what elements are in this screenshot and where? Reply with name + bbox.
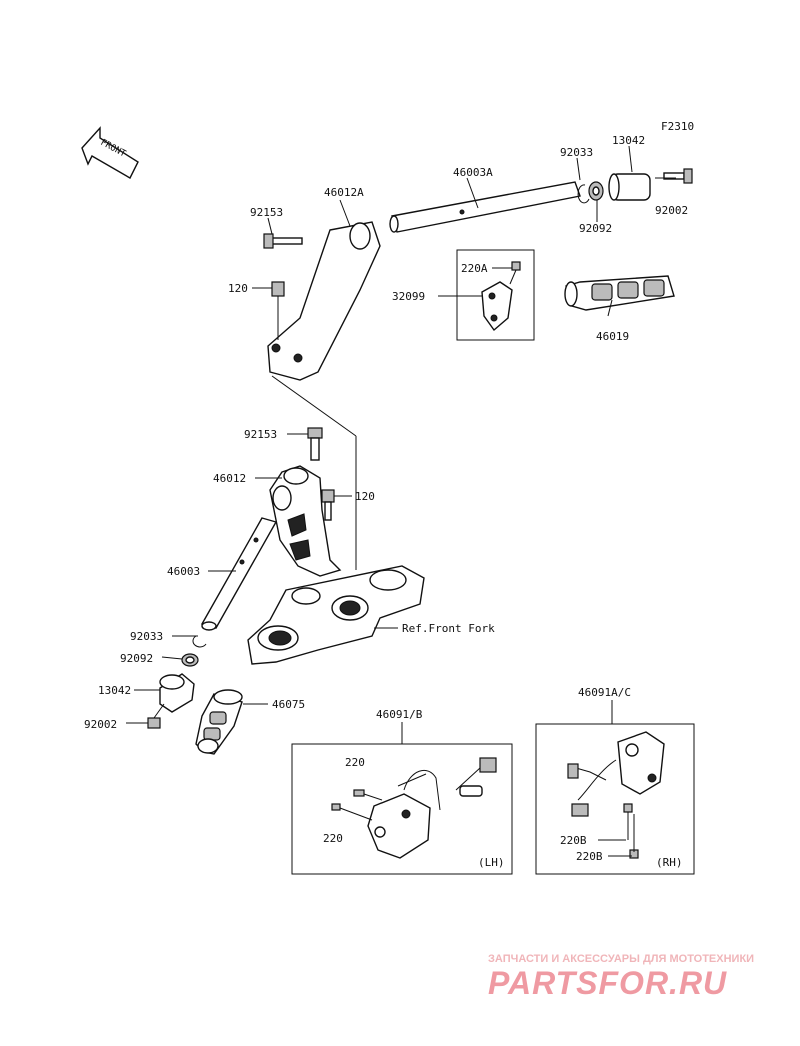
label-32099: 32099 [392,290,425,303]
screw-220B-b [629,814,639,859]
label-220-b: 220 [323,832,343,845]
spacer-92092-right [588,181,604,201]
label-46012A: 46012A [324,186,364,199]
label-lh: (LH) [478,856,505,869]
label-92002-right: 92002 [655,204,688,217]
label-92092-left: 92092 [120,652,153,665]
label-46091B: 46091/B [376,708,423,721]
throttle-housing-box [456,249,535,341]
label-92153-top: 92153 [250,206,283,219]
label-92002-left: 92002 [84,718,117,731]
leader-lines [126,145,676,857]
label-120-top: 120 [228,282,248,295]
bolt-92002-right [663,168,693,184]
label-13042-left: 13042 [98,684,131,697]
weight-13042-left [159,673,195,713]
watermark-tagline: ЗАПЧАСТИ И АКСЕССУАРЫ ДЛЯ МОТОТЕХНИКИ [488,953,754,965]
label-13042-right: 13042 [612,134,645,147]
label-ref-front-fork: Ref.Front Fork [402,622,495,635]
label-46012: 46012 [213,472,246,485]
bolt-120-mid [321,489,335,521]
bolt-92002-left [147,703,165,729]
switch-box-rh [535,723,695,875]
spacer-92092-left [181,653,199,667]
front-arrow-icon: FRONT [81,126,139,179]
label-120-mid: 120 [355,490,375,503]
circlip-92033-right [577,184,590,204]
watermark-logo: PARTSFOR.RU [488,965,727,1001]
label-92033-right: 92033 [560,146,593,159]
handlebar-pipe-left [200,517,278,631]
screw-220A [509,261,521,285]
bolt-120-top [271,281,285,340]
grip-46075 [195,689,243,755]
label-220A: 220A [461,262,488,275]
clamp-46012A [267,221,381,381]
switch-housing-lh [367,757,497,859]
screw-220-b [331,803,373,821]
screw-220B-a [623,803,633,840]
label-220B-a: 220B [560,834,587,847]
label-46091AC: 46091A/C [578,686,631,699]
label-46003: 46003 [167,565,200,578]
label-92153-mid: 92153 [244,428,277,441]
bolt-92153-top [263,233,303,249]
label-46003A: 46003A [453,166,493,179]
switch-housing-rh [567,731,665,817]
screw-220-a [353,789,383,801]
label-rh: (RH) [656,856,683,869]
label-46075: 46075 [272,698,305,711]
clamp-46012 [269,465,342,577]
handlebar-pipe-right [389,181,581,233]
circlip-92033-left [192,635,207,648]
label-220B-b: 220B [576,850,603,863]
throttle-housing-32099 [481,281,513,332]
triple-clamp [247,565,425,665]
label-220-a: 220 [345,756,365,769]
label-46019: 46019 [596,330,629,343]
label-92092-right: 92092 [579,222,612,235]
throttle-grip-46019 [564,275,675,311]
bolt-92153-mid [307,427,323,461]
weight-13042-right [608,173,651,201]
label-92033-left: 92033 [130,630,163,643]
figure-code: F2310 [661,120,694,133]
